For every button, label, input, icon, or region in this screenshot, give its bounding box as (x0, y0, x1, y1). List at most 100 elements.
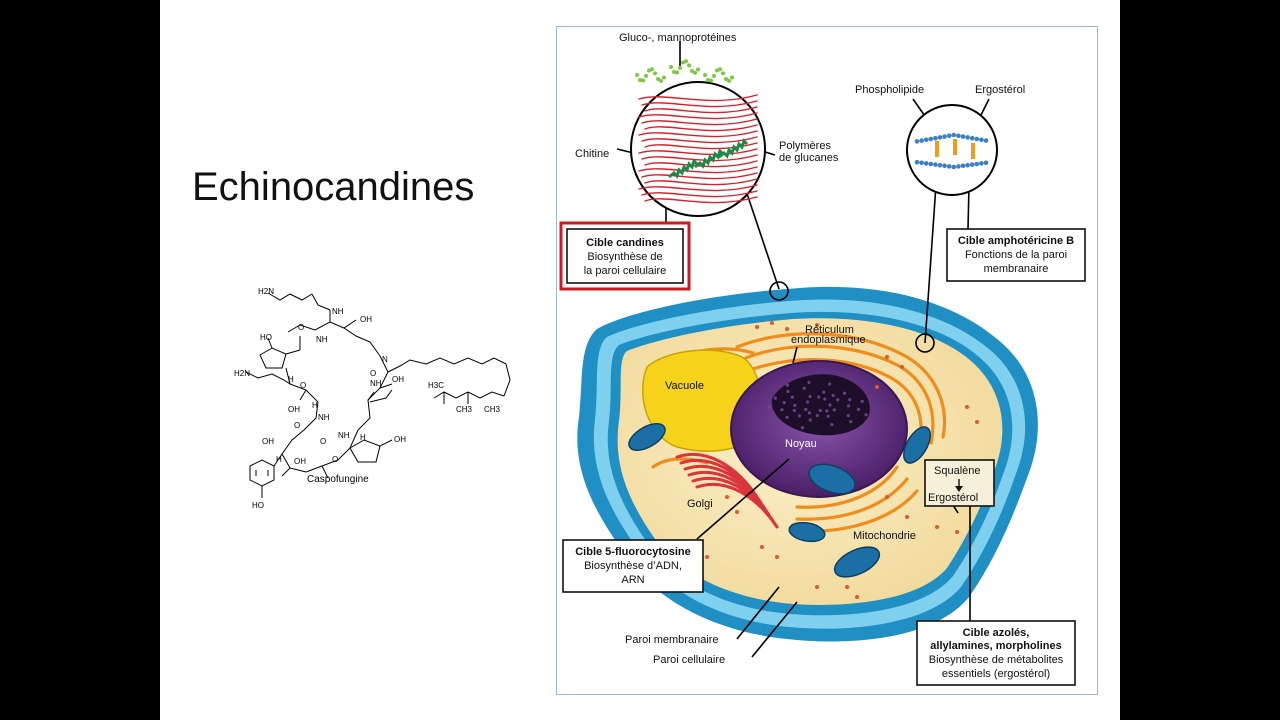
mitochondrion (628, 423, 666, 451)
azoles-title-1: Cible azolés, (963, 627, 1030, 639)
ergosterol-molecule (971, 143, 975, 159)
squalene-box: Squalène Ergostérol (924, 459, 995, 507)
er-cisterna (735, 332, 947, 439)
phospholipid-head (933, 162, 938, 167)
candines-title: Cible candines (586, 237, 664, 249)
molecule-name: Caspofungine (307, 474, 369, 485)
nucleolus-dot (817, 395, 821, 399)
mitochondria (628, 423, 931, 578)
glucan-polymer (638, 112, 758, 120)
phospholipid-head (937, 135, 943, 140)
nucleolus-dot (792, 408, 796, 413)
nucleolus-dot (804, 407, 808, 412)
mannoprotein-bead (647, 68, 651, 73)
phospholipid-head (960, 134, 966, 139)
mannoprotein-bead (641, 78, 645, 83)
wall-zoom-marker (769, 281, 789, 301)
nucleolus-dot (864, 413, 868, 417)
atom-h-3: H (360, 433, 366, 442)
mannoprotein-bead (681, 60, 685, 65)
phospholipid-head (969, 162, 975, 167)
phospholipid-head (919, 138, 924, 143)
nucleolus-dot (826, 414, 830, 418)
vesicle (845, 585, 849, 589)
vesicle (735, 510, 739, 514)
vesicles (695, 321, 979, 599)
atom-o-2: O (300, 381, 306, 390)
nucleolus-dot (808, 418, 812, 422)
mannoprotein-bead (675, 70, 679, 75)
vesicle (875, 385, 879, 389)
er-cisterna (795, 477, 909, 521)
glucan-polymer (638, 166, 758, 174)
label-reticulum-1: Réticulum (805, 324, 854, 336)
phospholipid-head (937, 162, 943, 168)
atom-nh-4: NH (318, 413, 330, 422)
label-chitine: Chitine (575, 148, 609, 160)
vesicle (815, 323, 819, 327)
vesicle (770, 321, 774, 325)
phospholipid-head (923, 161, 929, 166)
mannoprotein-bead (724, 76, 728, 81)
atom-o-4: O (294, 421, 300, 430)
atom-nh-top: NH (332, 307, 344, 316)
vesicle (815, 585, 819, 589)
phospholipid-head (946, 164, 952, 169)
atom-h-2: H (312, 401, 318, 410)
vesicle (775, 555, 779, 559)
nucleolus-dot (782, 400, 786, 405)
vesicle (975, 420, 979, 424)
nucleolus-dot (773, 396, 777, 400)
er-cisterna (745, 358, 923, 453)
cell-wall-zoom (630, 59, 766, 217)
phospholipid-head (979, 161, 984, 166)
azoles-line1: Biosynthèse de métabolites (929, 654, 1064, 666)
label-ergosterol-top: Ergostérol (975, 84, 1025, 96)
mannoprotein-bead (730, 75, 734, 80)
nucleolus-dot (860, 399, 864, 403)
label-golgi: Golgi (687, 498, 713, 510)
membrane-zoom-marker (915, 333, 935, 353)
nucleolus-dot (832, 408, 836, 412)
glucan-polymer (641, 154, 758, 162)
mannoprotein-bead (635, 73, 639, 77)
glucan-polymer (641, 190, 758, 198)
mannoprotein-bead (638, 78, 642, 83)
glucan-polymer (641, 118, 758, 126)
mitochondrion (833, 546, 881, 578)
nucleolus-dot (830, 423, 834, 427)
label-gluco: Gluco-, mannoprotéines (619, 32, 737, 44)
label-mitochondrie: Mitochondrie (853, 530, 916, 542)
nucleolus-dot (825, 409, 829, 413)
nucleolus-dot (780, 408, 784, 412)
fungal-cell-diagram: Gluco-, mannoprotéines Chitine Polymères… (559, 32, 1086, 686)
phospholipid-head (942, 163, 947, 169)
atom-o-5: O (320, 437, 326, 446)
nucleolus-dot (805, 400, 810, 404)
mannoprotein-bead (709, 78, 713, 83)
nucleolus (771, 374, 870, 436)
atom-oh-ring: OH (394, 435, 406, 444)
azoles-line2: essentiels (ergostérol) (942, 668, 1050, 680)
nucleolus-dot (786, 389, 790, 394)
vesicle (755, 325, 759, 329)
label-phospholipide: Phospholipide (855, 84, 924, 96)
label-squalene: Squalène (934, 465, 981, 477)
phospholipid-head (928, 161, 934, 167)
glucan-polymer (644, 124, 758, 132)
er-cisterna (795, 465, 899, 509)
nucleolus-dot (849, 419, 853, 424)
phospholipid-head (919, 160, 924, 166)
chitin-fiber (718, 138, 749, 159)
label-polymeres-1: Polymères (779, 140, 831, 152)
vesicle (855, 595, 859, 599)
glucan-polymer (644, 196, 758, 204)
mitochondrion (788, 521, 826, 543)
nucleolus-dot (842, 391, 847, 395)
nucleolus-dot (807, 411, 812, 415)
nucleolus-dot (808, 394, 812, 399)
glucan-polymer (644, 106, 758, 114)
atom-oh-top: OH (360, 315, 372, 324)
glucan-polymer (638, 130, 758, 138)
vesicle (785, 327, 789, 331)
